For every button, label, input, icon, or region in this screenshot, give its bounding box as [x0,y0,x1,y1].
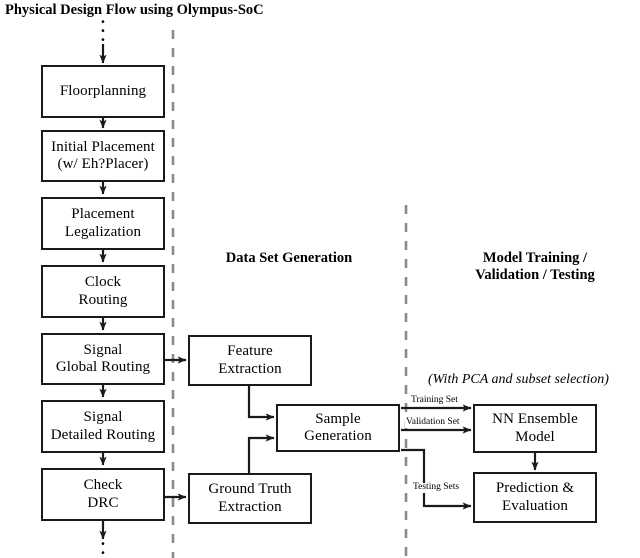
node-signal-global-routing[interactable]: Signal Global Routing [41,333,165,385]
node-check-drc[interactable]: Check DRC [41,468,165,521]
edge-ground-truth-extraction-to-sample-generation [247,434,275,474]
node-clock-routing[interactable]: Clock Routing [41,265,165,318]
section-header-data-set-generation: Data Set Generation [225,250,353,266]
node-feature-extraction[interactable]: Feature Extraction [188,335,312,386]
edge-label-validation-set: Validation Set [405,417,461,428]
node-prediction-evaluation[interactable]: Prediction & Evaluation [473,472,597,523]
node-feature-extraction-label: Feature Extraction [218,343,282,377]
node-initial-placement-label: Initial Placement (w/ Eh?Placer) [51,138,155,172]
section-header-model-training: Model Training / Validation / Testing [475,250,595,284]
edge-testing-sets [401,448,472,510]
node-ground-truth-extraction-label: Ground Truth Extraction [208,481,292,515]
flow-continues-above-ellipsis: · · · [100,12,106,49]
edge-label-training-set: Training Set [410,395,459,406]
node-sample-generation-label: Sample Generation [304,410,372,444]
edge-feature-extraction-to-sample-generation [247,386,275,421]
node-clock-routing-label: Clock Routing [78,274,128,308]
node-initial-placement[interactable]: Initial Placement (w/ Eh?Placer) [41,130,165,182]
node-ground-truth-extraction[interactable]: Ground Truth Extraction [188,473,312,524]
pca-subset-selection-note: (With PCA and subset selection) [428,372,609,387]
node-check-drc-label: Check DRC [83,477,123,511]
diagram-title: Physical Design Flow using Olympus-SoC [5,2,264,18]
node-prediction-evaluation-label: Prediction & Evaluation [495,480,575,514]
flow-continues-below-ellipsis: · · · [100,534,106,558]
node-floorplanning-label: Floorplanning [59,82,147,99]
node-nn-ensemble-model-label: NN Ensemble Model [492,411,578,445]
node-floorplanning[interactable]: Floorplanning [41,65,165,118]
node-signal-detailed-routing-label: Signal Detailed Routing [50,409,156,443]
node-placement-legalization-label: Placement Legalization [64,206,142,240]
node-signal-detailed-routing[interactable]: Signal Detailed Routing [41,400,165,453]
node-nn-ensemble-model[interactable]: NN Ensemble Model [473,404,597,453]
node-sample-generation[interactable]: Sample Generation [276,404,400,452]
node-signal-global-routing-label: Signal Global Routing [55,341,151,375]
edge-label-testing-sets: Testing Sets [412,482,461,493]
node-placement-legalization[interactable]: Placement Legalization [41,197,165,250]
